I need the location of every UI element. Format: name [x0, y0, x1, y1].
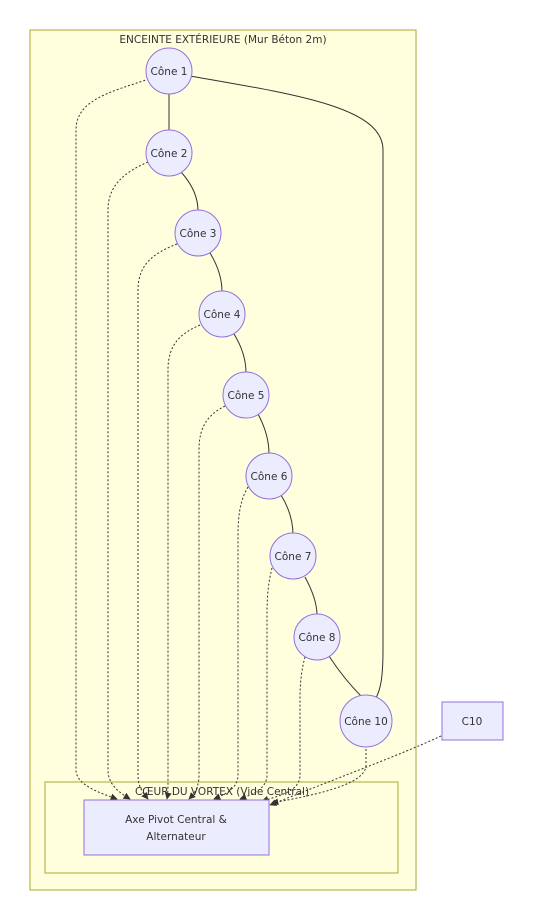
- edge-cone6-cone7: [280, 494, 294, 536]
- chain-edges: [168, 75, 384, 699]
- edge-cone5-cone6: [257, 413, 270, 455]
- svg-text:C10: C10: [462, 716, 483, 728]
- svg-text:Cône 6: Cône 6: [251, 471, 288, 483]
- edge-cone5-pivot: [188, 405, 226, 800]
- svg-text:Cône 10: Cône 10: [344, 716, 388, 728]
- cone-node-8: Cône 8: [293, 613, 341, 661]
- edge-cone2-cone3: [180, 171, 199, 212]
- svg-text:Cône 4: Cône 4: [204, 309, 241, 321]
- inner-cluster-title: CŒUR DU VORTEX (Vide Central): [135, 786, 309, 798]
- edge-cone7-cone8: [304, 576, 318, 616]
- cone-node-1: Cône 1: [145, 47, 193, 95]
- edge-cone6-pivot: [213, 486, 249, 800]
- svg-text:Cône 2: Cône 2: [151, 148, 188, 160]
- cone-node-3: Cône 3: [174, 209, 222, 257]
- dotted-edges: [75, 78, 442, 806]
- pivot-label-line2: Alternateur: [146, 831, 206, 843]
- edge-cone4-pivot: [164, 324, 201, 800]
- pivot-label-line1: Axe Pivot Central &: [125, 814, 227, 826]
- cone-node-2: Cône 2: [145, 129, 193, 177]
- cone-node-5: Cône 5: [222, 371, 270, 419]
- svg-text:Cône 1: Cône 1: [151, 66, 188, 78]
- outer-cluster-title: ENCEINTE EXTÉRIEURE (Mur Béton 2m): [119, 33, 326, 46]
- edge-cone3-pivot: [137, 243, 178, 800]
- svg-text:Cône 7: Cône 7: [275, 551, 312, 563]
- edge-cone1-cone10: [189, 75, 384, 699]
- c10-node: C10: [441, 701, 504, 741]
- edge-cone8-pivot: [261, 656, 306, 803]
- edge-cone10-pivot: [271, 745, 367, 806]
- outer-cluster-box: [29, 29, 417, 891]
- svg-text:Cône 3: Cône 3: [180, 228, 217, 240]
- cone-node-7: Cône 7: [269, 532, 317, 580]
- edge-cone2-pivot: [107, 161, 149, 800]
- pivot-node: Axe Pivot Central & Alternateur: [83, 799, 270, 856]
- edge-cone7-pivot: [239, 567, 273, 801]
- cone-node-10: Cône 10: [339, 694, 393, 748]
- edge-c10-pivot: [269, 735, 442, 806]
- edge-cone3-cone4: [209, 252, 223, 293]
- svg-text:Cône 5: Cône 5: [228, 390, 265, 402]
- cone-node-6: Cône 6: [245, 452, 293, 500]
- edge-cone8-cone10: [328, 655, 363, 698]
- cone-nodes: Cône 1 Cône 2 Cône 3 Cône 4 Cône 5 Cône …: [145, 47, 393, 748]
- cone-node-4: Cône 4: [198, 290, 246, 338]
- edge-cone4-cone5: [233, 333, 247, 374]
- svg-text:Cône 8: Cône 8: [299, 632, 336, 644]
